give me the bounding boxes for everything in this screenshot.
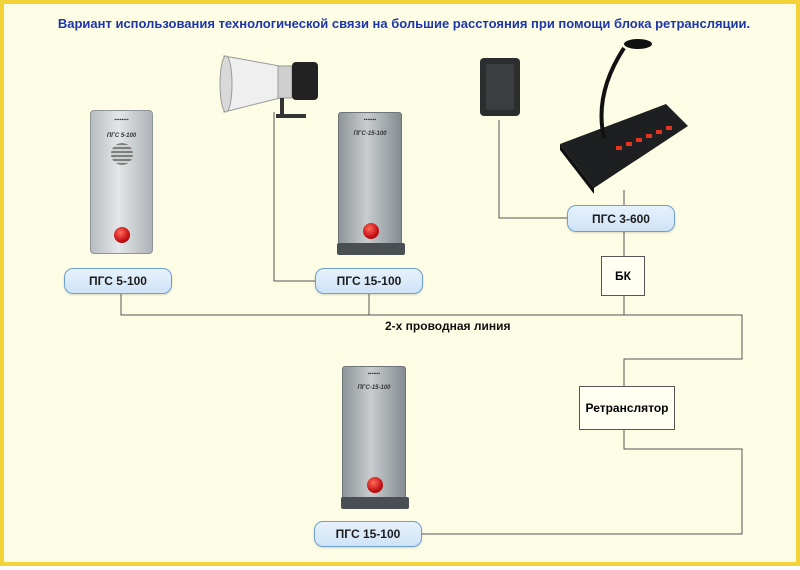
device-model-label: ПГС-15-100 xyxy=(357,385,391,391)
device-model-label: ПГС-15-100 xyxy=(353,131,387,137)
device-model-label: ПГС 5-100 xyxy=(106,133,137,139)
horn-wire xyxy=(273,112,315,282)
retranslator-wire xyxy=(422,430,743,535)
wall-speaker-icon xyxy=(480,58,520,116)
speaker-wire xyxy=(498,120,567,219)
diagram-title: Вариант использования технологической св… xyxy=(57,16,751,31)
horn-speaker-icon xyxy=(219,55,318,118)
device-base xyxy=(341,497,409,509)
pgs5-100-device: ▪▪▪▪▪▪▪▪ ПГС 5-100 xyxy=(90,110,153,254)
main-line xyxy=(120,294,743,386)
device-brand-text: ▪▪▪▪▪▪▪ xyxy=(363,117,377,123)
device-brand-text: ▪▪▪▪▪▪▪▪ xyxy=(114,117,129,123)
device-base xyxy=(337,243,405,255)
pgs15-100-top-device: ▪▪▪▪▪▪▪ ПГС-15-100 xyxy=(337,112,405,255)
red-call-button xyxy=(367,477,383,493)
pgs15-100-top-label: ПГС 15-100 xyxy=(315,268,423,294)
wiring-lines xyxy=(120,112,743,535)
pgs3-600-label: ПГС 3-600 xyxy=(567,205,675,232)
pgs5-100-label: ПГС 5-100 xyxy=(64,268,172,294)
red-call-button xyxy=(363,223,379,239)
speaker-grill xyxy=(111,143,133,165)
line-label: 2-х проводная линия xyxy=(385,319,511,333)
bk-block: БК xyxy=(601,256,645,296)
dispatcher-console-icon xyxy=(560,39,688,194)
pgs15-100-bottom-device: ▪▪▪▪▪▪▪ ПГС-15-100 xyxy=(341,366,409,509)
device-brand-text: ▪▪▪▪▪▪▪ xyxy=(367,371,381,377)
pgs15-100-bottom-label: ПГС 15-100 xyxy=(314,521,422,547)
retranslator-block: Ретранслятор xyxy=(579,386,675,430)
red-call-button xyxy=(114,227,130,243)
